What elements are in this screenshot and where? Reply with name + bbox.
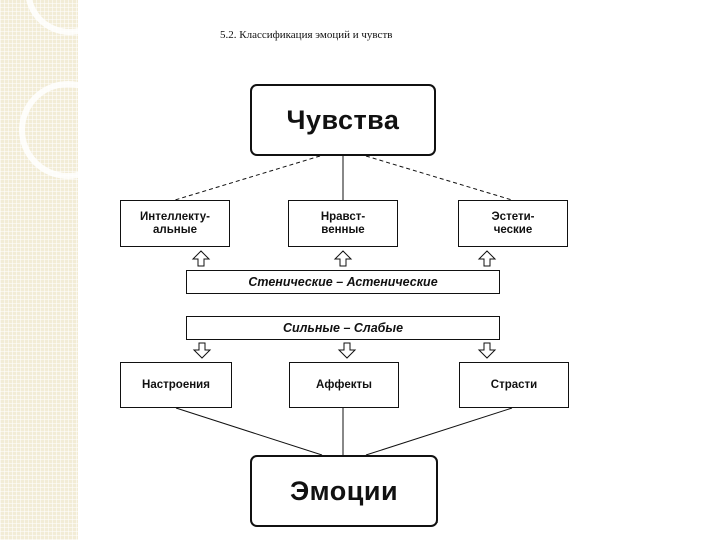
connector-bottom-left xyxy=(175,407,323,456)
down-arrow-right xyxy=(477,342,497,359)
up-arrow-center xyxy=(333,250,353,267)
node-emotsii: Эмоции xyxy=(250,455,438,527)
decorative-circles xyxy=(19,0,78,179)
up-arrow-left xyxy=(191,250,211,267)
bar-strong-weak: Сильные – Слабые xyxy=(186,316,500,340)
node-moral: Нравст- венные xyxy=(288,200,398,247)
connector-bottom-right xyxy=(365,407,513,456)
node-moods: Настроения xyxy=(120,362,232,408)
connector-top-right xyxy=(365,155,513,201)
figure-caption: 5.2. Классификация эмоций и чувств xyxy=(220,29,393,41)
down-arrow-left xyxy=(192,342,212,359)
decorative-side-panel xyxy=(0,0,78,540)
up-arrow-right xyxy=(477,250,497,267)
node-chuvstva: Чувства xyxy=(250,84,436,156)
bar-sthenic-asthenic: Стенические – Астенические xyxy=(186,270,500,294)
node-passions: Страсти xyxy=(459,362,569,408)
node-aesthetic: Эстети- ческие xyxy=(458,200,568,247)
connector-top-left xyxy=(174,155,321,201)
node-affects: Аффекты xyxy=(289,362,399,408)
node-intellectual: Интеллекту- альные xyxy=(120,200,230,247)
down-arrow-center xyxy=(337,342,357,359)
